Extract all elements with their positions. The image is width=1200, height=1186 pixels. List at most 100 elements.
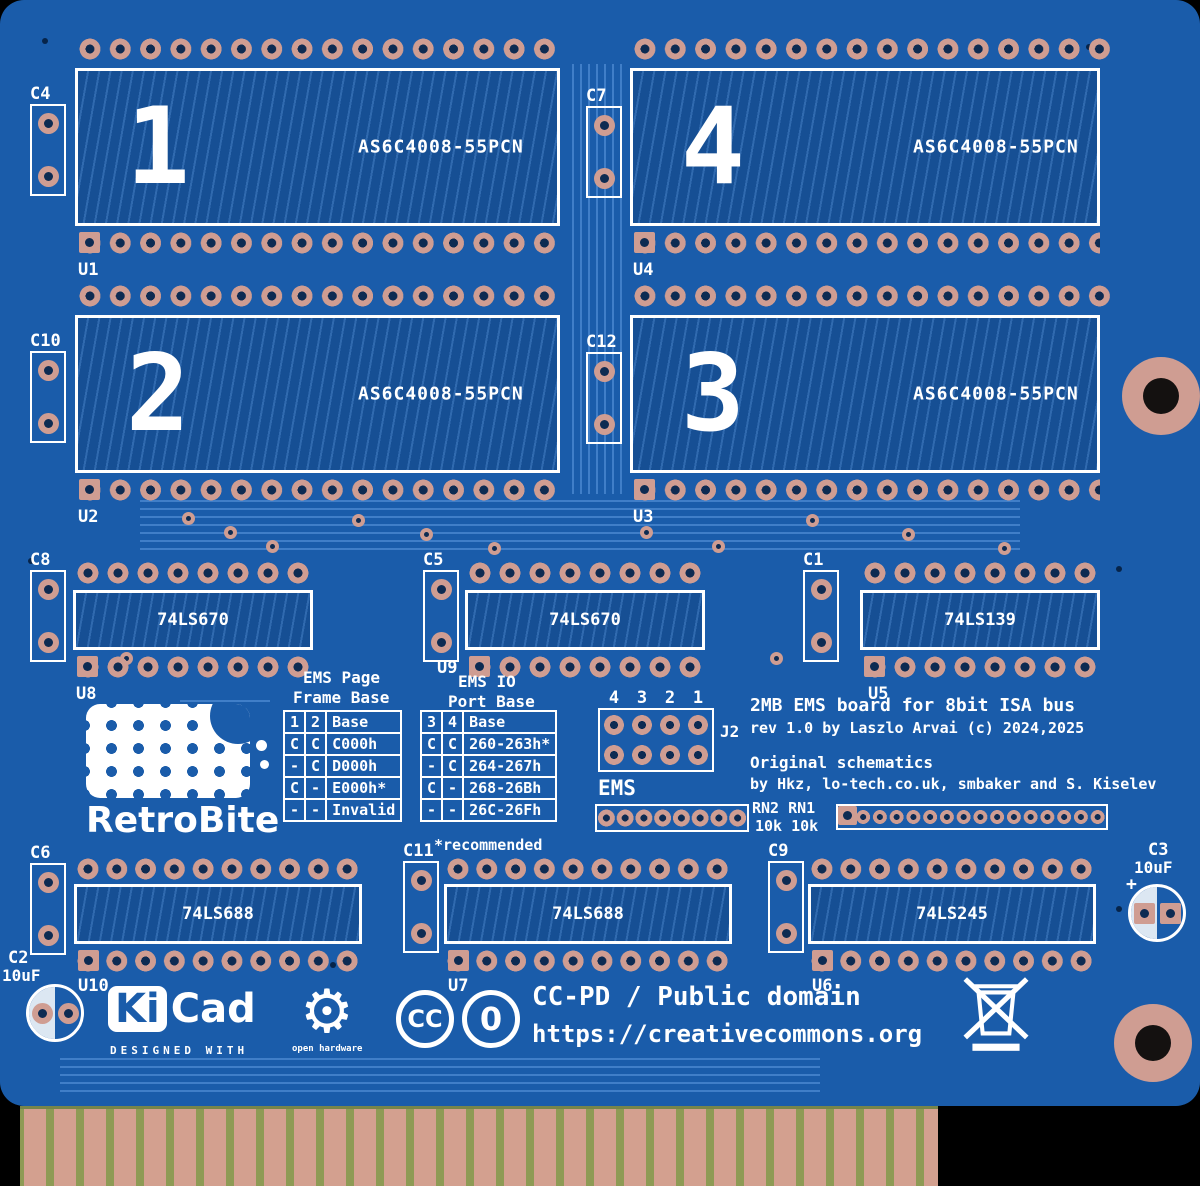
ref-label: U5 — [868, 684, 889, 704]
cell: C — [419, 776, 444, 800]
part-label: AS6C4008-55PCN — [913, 383, 1079, 405]
value-label: 10uF — [1134, 858, 1173, 877]
pad — [593, 414, 615, 435]
via — [902, 528, 915, 541]
ref-label: C11 — [403, 841, 434, 861]
pin1-pad — [469, 656, 490, 677]
chip-u2-outline: 2 AS6C4008-55PCN — [75, 315, 560, 473]
via — [998, 542, 1011, 555]
j2-pin-label: 4 — [608, 688, 620, 708]
cell: C — [282, 776, 307, 800]
part-label: AS6C4008-55PCN — [358, 136, 524, 158]
ems-header — [595, 804, 749, 832]
cell: 264-267h — [462, 754, 558, 778]
cell: 26C-26Fh — [462, 798, 558, 822]
via — [806, 514, 819, 527]
table-page-frame: 1 2 Base C C C000h - C D000h C - E000h* … — [282, 710, 403, 822]
cap-outline — [586, 352, 622, 444]
pad — [593, 168, 615, 189]
retrobite-wordmark: RetroBite — [86, 800, 280, 841]
cell: 268-26Bh — [462, 776, 558, 800]
pad — [430, 579, 452, 600]
part-label: 74LS688 — [552, 904, 624, 924]
ref-label: U6 — [812, 976, 833, 996]
ref-label: U9 — [437, 658, 458, 678]
chip-u3-outline: 3 AS6C4008-55PCN — [630, 315, 1100, 473]
j2-pin-label: 1 — [692, 688, 704, 708]
pad — [37, 925, 59, 946]
ref-label: U3 — [633, 507, 654, 527]
cap-outline — [403, 861, 439, 953]
rn-ref-labels: RN2 RN1 — [752, 799, 816, 817]
cookie-crumb — [260, 760, 269, 769]
cell: - — [282, 798, 307, 822]
ref-label: U8 — [76, 684, 97, 704]
pin1-pad — [79, 232, 100, 253]
pad-row — [74, 858, 362, 880]
pad — [775, 923, 797, 944]
retrobite-logo: RetroBite — [86, 704, 286, 844]
cc0-badge-text: 0 — [479, 1000, 503, 1038]
chip-number: 4 — [681, 85, 745, 208]
cell: C — [419, 732, 444, 756]
credits-text: by Hkz, lo-tech.co.uk, smbaker and S. Ki… — [750, 775, 1157, 793]
cell: 4 — [441, 710, 465, 734]
ref-label: U1 — [78, 260, 99, 280]
part-label: AS6C4008-55PCN — [358, 383, 524, 405]
pad-row — [630, 285, 1115, 307]
pin1-pad — [864, 656, 885, 677]
ref-label: C12 — [586, 332, 617, 352]
cell: - — [282, 754, 307, 778]
cookie-bite — [210, 704, 250, 744]
pin1-pad — [78, 950, 99, 971]
chip-u8-outline: 74LS670 — [73, 590, 313, 650]
pad — [410, 923, 432, 944]
cell: - — [441, 776, 465, 800]
pin1-pad — [448, 950, 469, 971]
part-label: 74LS670 — [549, 610, 621, 630]
drill-dot — [1116, 566, 1122, 572]
table-title: Frame Base — [293, 688, 390, 707]
via — [640, 526, 653, 539]
pin1-pad — [838, 806, 857, 825]
pad — [37, 872, 59, 893]
cap-c2-outline — [26, 984, 84, 1042]
kicad-tagline: DESIGNED WITH — [110, 1044, 249, 1057]
cell: 260-263h* — [462, 732, 558, 756]
pin1-pad — [77, 656, 98, 677]
cell: - — [441, 798, 465, 822]
pad-row — [73, 562, 313, 584]
credits-text: Original schematics — [750, 753, 934, 772]
mounting-hole — [1122, 357, 1200, 435]
cc-badge-icon: CC — [396, 990, 454, 1048]
table-title: EMS IO — [458, 672, 516, 691]
cell: - — [304, 776, 328, 800]
chip-number: 3 — [681, 332, 745, 455]
chip-number: 2 — [126, 332, 190, 455]
pad — [810, 579, 832, 600]
pad — [37, 413, 59, 434]
part-label: 74LS688 — [182, 904, 254, 924]
chip-number: 1 — [126, 85, 190, 208]
kicad-cad-mark: Cad — [170, 986, 256, 1032]
chip-u6-outline: 74LS245 — [808, 884, 1096, 944]
pad — [810, 632, 832, 653]
part-label: 74LS245 — [916, 904, 988, 924]
table-title: Port Base — [448, 692, 535, 711]
cell: C000h — [325, 732, 403, 756]
pad — [37, 166, 59, 187]
cell: C — [304, 754, 328, 778]
cell: Base — [325, 710, 403, 734]
pad-row — [860, 656, 1100, 678]
mounting-hole — [1114, 1004, 1192, 1082]
pad — [1133, 902, 1155, 924]
via — [182, 512, 195, 525]
cell: E000h* — [325, 776, 403, 800]
polarity-mark: + — [1126, 874, 1137, 895]
ref-label: U4 — [633, 260, 654, 280]
pad — [37, 632, 59, 653]
ref-label: U10 — [78, 976, 109, 996]
pin1-pad — [812, 950, 833, 971]
cell: C — [441, 754, 465, 778]
ref-label: J2 — [720, 722, 740, 741]
